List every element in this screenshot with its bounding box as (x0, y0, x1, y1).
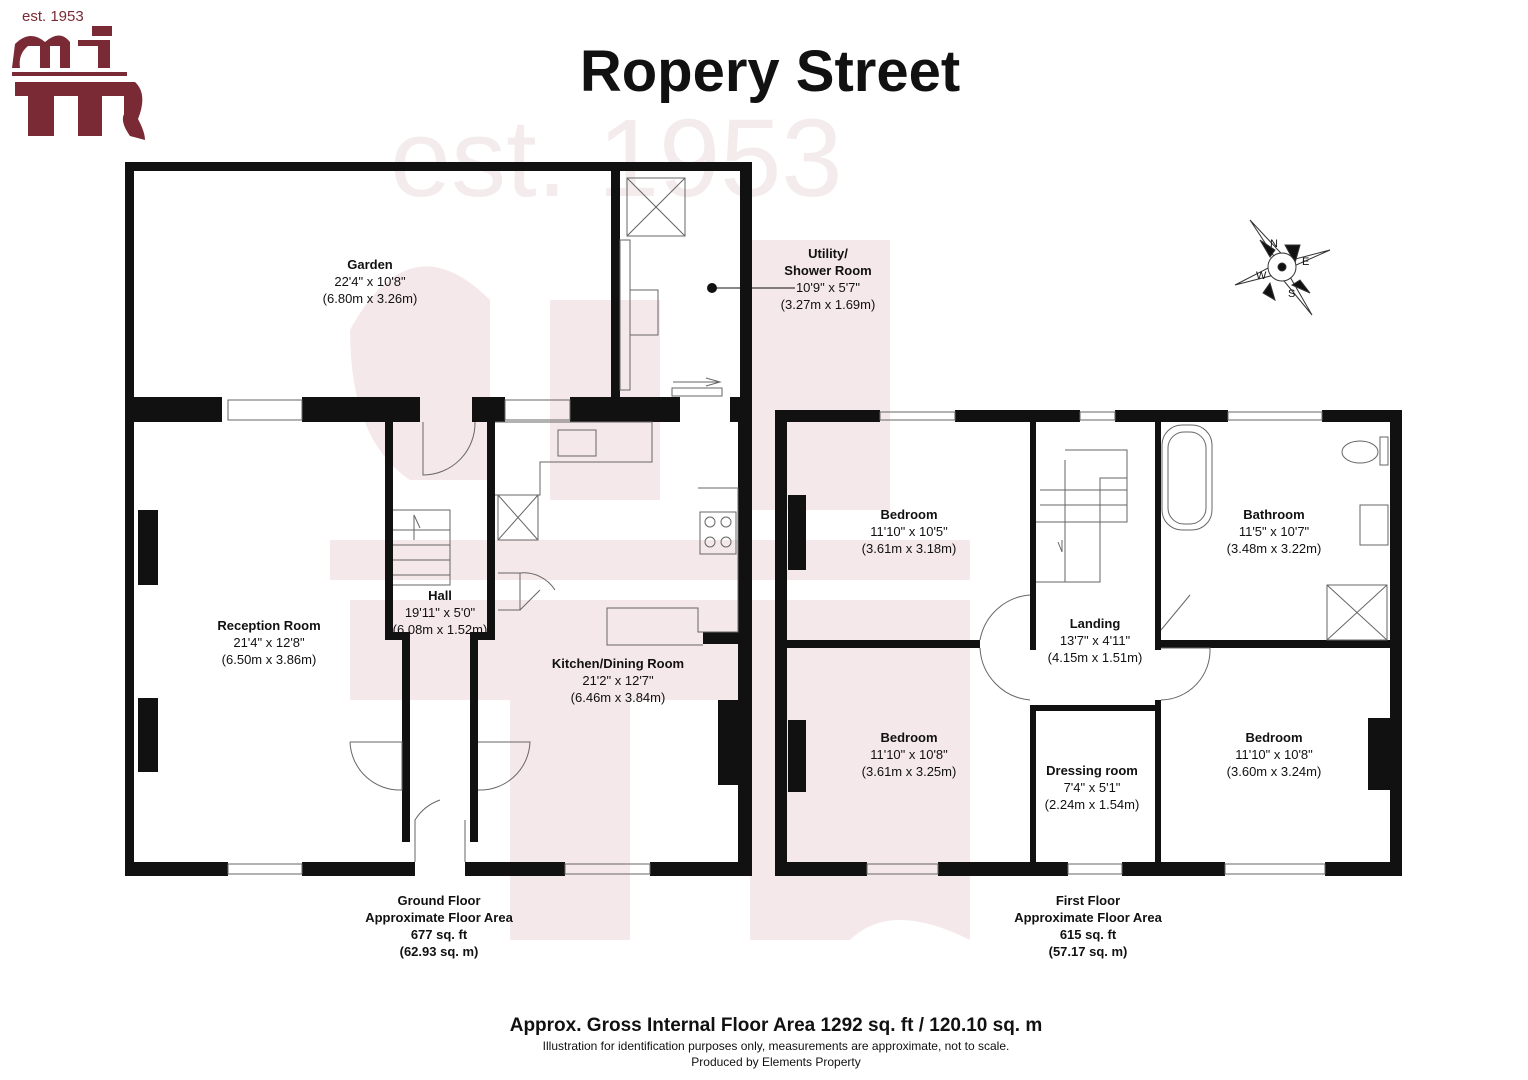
floor-plan (125, 162, 1402, 876)
compass-icon: N E S W (1234, 219, 1331, 316)
compass-s: S (1288, 288, 1295, 300)
credit: Produced by Elements Property (691, 1055, 861, 1069)
fixtures (227, 177, 1389, 875)
page-title: Ropery Street (579, 39, 961, 104)
compass-w: W (1256, 270, 1267, 282)
utility-pointer (707, 283, 795, 293)
watermark-logo (330, 240, 970, 940)
logo-tagline: est. 1953 (22, 8, 84, 25)
compass-e: E (1302, 256, 1309, 268)
logo-mark (12, 26, 145, 140)
compass-n: N (1270, 238, 1278, 250)
walls (125, 162, 1402, 876)
gross-area: Approx. Gross Internal Floor Area 1292 s… (509, 1015, 1043, 1036)
disclaimer: Illustration for identification purposes… (542, 1039, 1010, 1053)
